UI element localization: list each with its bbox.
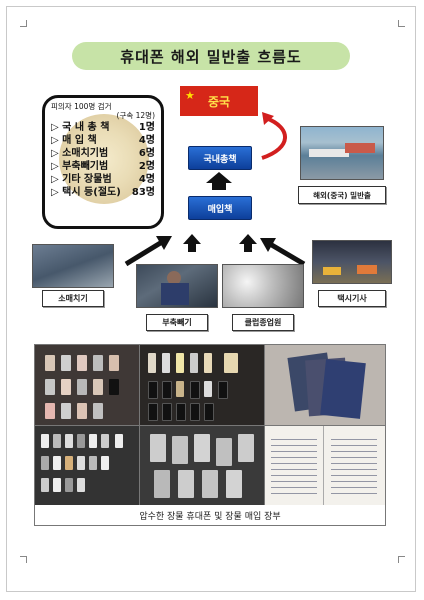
page-border: [6, 6, 416, 592]
domestic-boss-node: 국내총책: [188, 146, 252, 170]
pickpocket-photo: [32, 244, 114, 288]
taxi-driver-label: 택시기사: [318, 290, 386, 307]
port-photo: [300, 126, 384, 180]
evidence-photo-ledger-page: [265, 426, 385, 506]
summary-header: 피의자 100명 검거: [51, 102, 112, 111]
summary-sub: (구속 12명): [116, 111, 155, 121]
up-arrow-buyer: [206, 172, 232, 190]
club-staff-label: 클럽종업원: [232, 314, 294, 331]
corner-mark-tr: [398, 20, 405, 27]
club-staff-photo: [222, 264, 304, 308]
corner-mark-bl: [20, 556, 27, 563]
drunk-theft-photo: [136, 264, 218, 308]
flag-star-icon: ★: [185, 89, 195, 102]
evidence-photo-ledgers: [265, 345, 385, 425]
china-node: ★ 중국: [180, 86, 258, 116]
smuggling-label: 해외(중국) 밀반출: [298, 186, 386, 204]
evidence-photo-phones-2: [140, 345, 264, 425]
china-label: 중국: [207, 94, 231, 109]
curve-arrow-head: [262, 112, 274, 125]
evidence-photo-phones-3: [35, 426, 139, 506]
drunk-theft-label: 부축빼기: [146, 314, 208, 331]
diag-arrow-left-head: [156, 236, 172, 250]
buyer-node: 매입책: [188, 196, 252, 220]
summary-row: ▷ 택시 등(절도)83명: [51, 186, 155, 198]
diag-arrow-right: [268, 241, 306, 267]
diag-arrow-right-head: [260, 238, 276, 252]
diag-arrow-left: [124, 239, 164, 267]
corner-mark-tl: [20, 20, 27, 27]
evidence-caption: 압수한 장물 휴대폰 및 장물 매입 장부: [34, 505, 386, 526]
up-arrow-center: [183, 234, 201, 252]
taxi-driver-photo: [312, 240, 392, 284]
curve-arrow: [261, 116, 287, 160]
evidence-photo-bagged-phones: [140, 426, 264, 506]
seized-evidence-photo-grid: [34, 344, 386, 506]
pickpocket-label: 소매치기: [42, 290, 104, 307]
up-arrow-right: [239, 234, 257, 252]
evidence-photo-phones-1: [35, 345, 139, 425]
page-title: 휴대폰 해외 밀반출 흐름도: [72, 42, 350, 70]
corner-mark-br: [398, 556, 405, 563]
police-seal-emblem: [59, 114, 149, 204]
